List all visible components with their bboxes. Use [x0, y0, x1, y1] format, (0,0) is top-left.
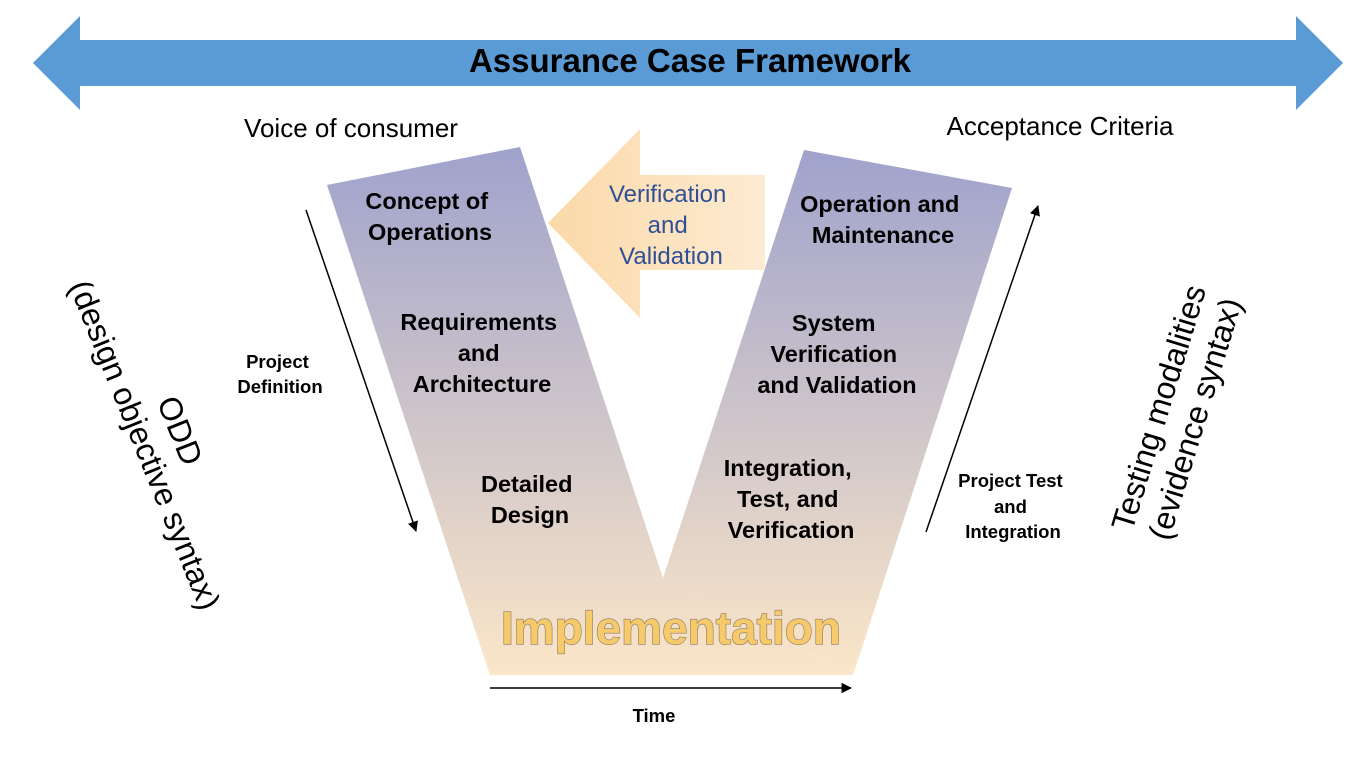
framework-title: Assurance Case Framework — [469, 42, 912, 79]
implementation-label: Implementation — [501, 602, 841, 654]
stage-operation-maintenance: Operation and Maintenance — [800, 191, 966, 248]
stage-requirements-architecture: Requirements and Architecture — [400, 309, 563, 397]
v-shape — [327, 147, 1012, 675]
stage-system-verification-validation: System Verification and Validation — [757, 310, 916, 398]
project-definition-arrow — [305, 209, 418, 532]
acceptance-criteria-label: Acceptance Criteria — [947, 111, 1174, 141]
odd-side-label: ODD (design objective syntax) — [62, 275, 227, 615]
voice-of-consumer-label: Voice of consumer — [244, 113, 458, 143]
verification-validation-arrow — [548, 129, 765, 318]
project-test-integration-label: Project Test and Integration — [958, 470, 1068, 542]
stage-detailed-design: Detailed Design — [481, 471, 579, 528]
v-right-arm — [663, 150, 1012, 675]
stage-concept-of-operations: Concept of Operations — [365, 188, 494, 245]
project-definition-label: Project Definition — [237, 351, 322, 397]
v-left-arm — [327, 147, 853, 675]
project-test-integration-arrow — [925, 205, 1040, 533]
stage-integration-test-verification: Integration, Test, and Verification — [724, 455, 858, 543]
testing-modalities-side-label: Testing modalities (evidence syntax) — [1104, 281, 1249, 544]
verification-validation-label: Verification and Validation — [609, 181, 733, 270]
time-label: Time — [633, 705, 676, 726]
framework-double-arrow — [33, 16, 1343, 110]
